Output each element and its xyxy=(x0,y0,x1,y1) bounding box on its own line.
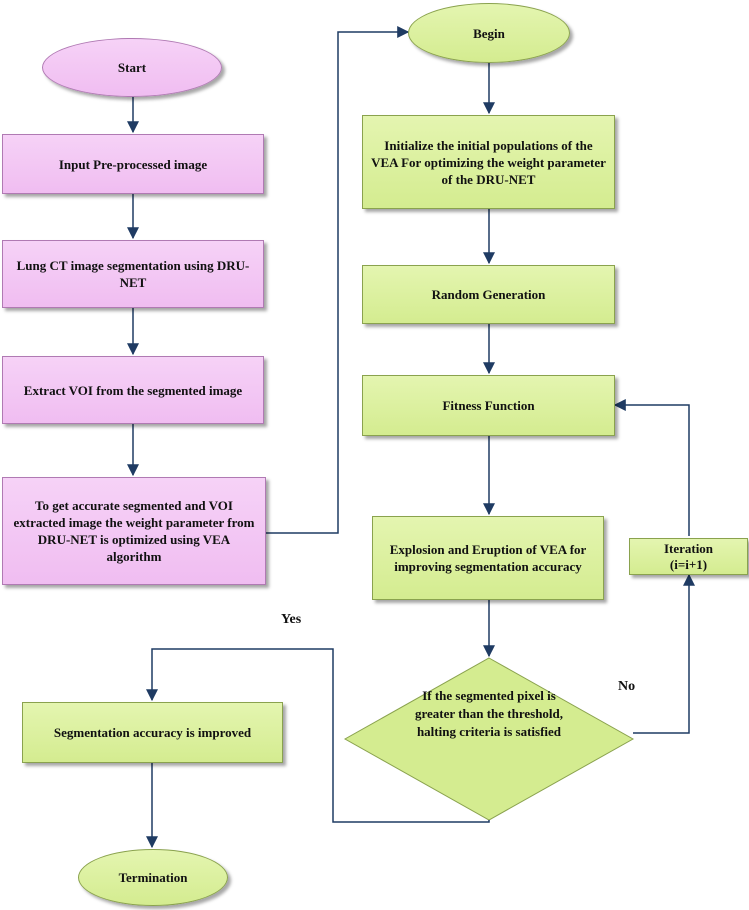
lung-segmentation-label: Lung CT image segmentation using DRU-NET xyxy=(16,258,250,290)
random-generation-label: Random Generation xyxy=(431,287,546,302)
start-label: Start xyxy=(117,60,147,75)
extract-voi-box: Extract VOI from the segmented image xyxy=(2,356,264,424)
arrow-decision-no-to-iteration xyxy=(633,573,695,734)
random-generation-box: Random Generation xyxy=(362,265,615,324)
arrow-iteration-to-fitness xyxy=(613,399,690,536)
iteration-box: Iteration (i=i+1) xyxy=(629,538,748,575)
accurate-segmentation-label: To get accurate segmented and VOI extrac… xyxy=(13,498,255,564)
input-label: Input Pre-processed image xyxy=(58,156,208,172)
extract-voi-label: Extract VOI from the segmented image xyxy=(23,382,243,398)
fitness-function-box: Fitness Function xyxy=(362,375,615,436)
fitness-function-label: Fitness Function xyxy=(442,398,535,413)
segmentation-accuracy-box: Segmentation accuracy is improved xyxy=(22,702,283,763)
start-terminal: Start xyxy=(42,38,222,97)
iteration-formula: (i=i+1) xyxy=(669,556,708,572)
no-label: No xyxy=(618,679,636,694)
initialize-population-label: Initialize the initial populations of th… xyxy=(371,137,606,187)
arrow-accurate-to-begin xyxy=(266,26,410,534)
yes-label: Yes xyxy=(281,612,302,627)
begin-label: Begin xyxy=(473,25,505,41)
termination-terminal: Termination xyxy=(78,849,228,906)
accurate-segmentation-box: To get accurate segmented and VOI extrac… xyxy=(2,477,266,585)
explosion-eruption-box: Explosion and Eruption of VEA for improv… xyxy=(372,516,604,600)
lung-segmentation-box: Lung CT image segmentation using DRU-NET xyxy=(2,240,264,308)
segmentation-accuracy-label: Segmentation accuracy is improved xyxy=(53,725,252,740)
explosion-eruption-label: Explosion and Eruption of VEA for improv… xyxy=(389,542,587,574)
decision-label: If the segmented pixel is greater than t… xyxy=(414,688,564,739)
termination-label: Termination xyxy=(118,870,188,885)
begin-terminal: Begin xyxy=(408,3,570,63)
arrow-decision-yes-to-segaccuracy xyxy=(146,648,490,823)
initialize-population-box: Initialize the initial populations of th… xyxy=(362,115,615,209)
input-process-box: Input Pre-processed image xyxy=(2,134,264,194)
iteration-label: Iteration xyxy=(663,540,714,556)
